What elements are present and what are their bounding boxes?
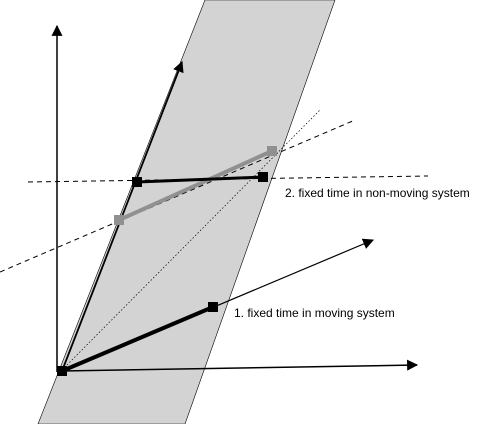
non-moving-end-marker bbox=[258, 172, 268, 182]
moving-object-band bbox=[37, 0, 336, 424]
space-axis-rest bbox=[61, 359, 419, 372]
moving-endpoint-marker bbox=[208, 302, 218, 312]
fixed-time-moving-segment bbox=[61, 305, 214, 373]
dashed-simultaneity-line-moving bbox=[0, 119, 356, 273]
gray-segment bbox=[118, 149, 273, 222]
fixed-time-non-moving-segment bbox=[136, 175, 264, 184]
origin-marker bbox=[57, 366, 67, 376]
label-fixed-time-moving: 1. fixed time in moving system bbox=[234, 306, 395, 320]
gray-start-marker bbox=[114, 215, 124, 225]
label-fixed-time-non-moving: 2. fixed time in non-moving system bbox=[285, 186, 470, 200]
gray-end-marker bbox=[267, 146, 277, 156]
non-moving-start-marker bbox=[132, 177, 142, 187]
